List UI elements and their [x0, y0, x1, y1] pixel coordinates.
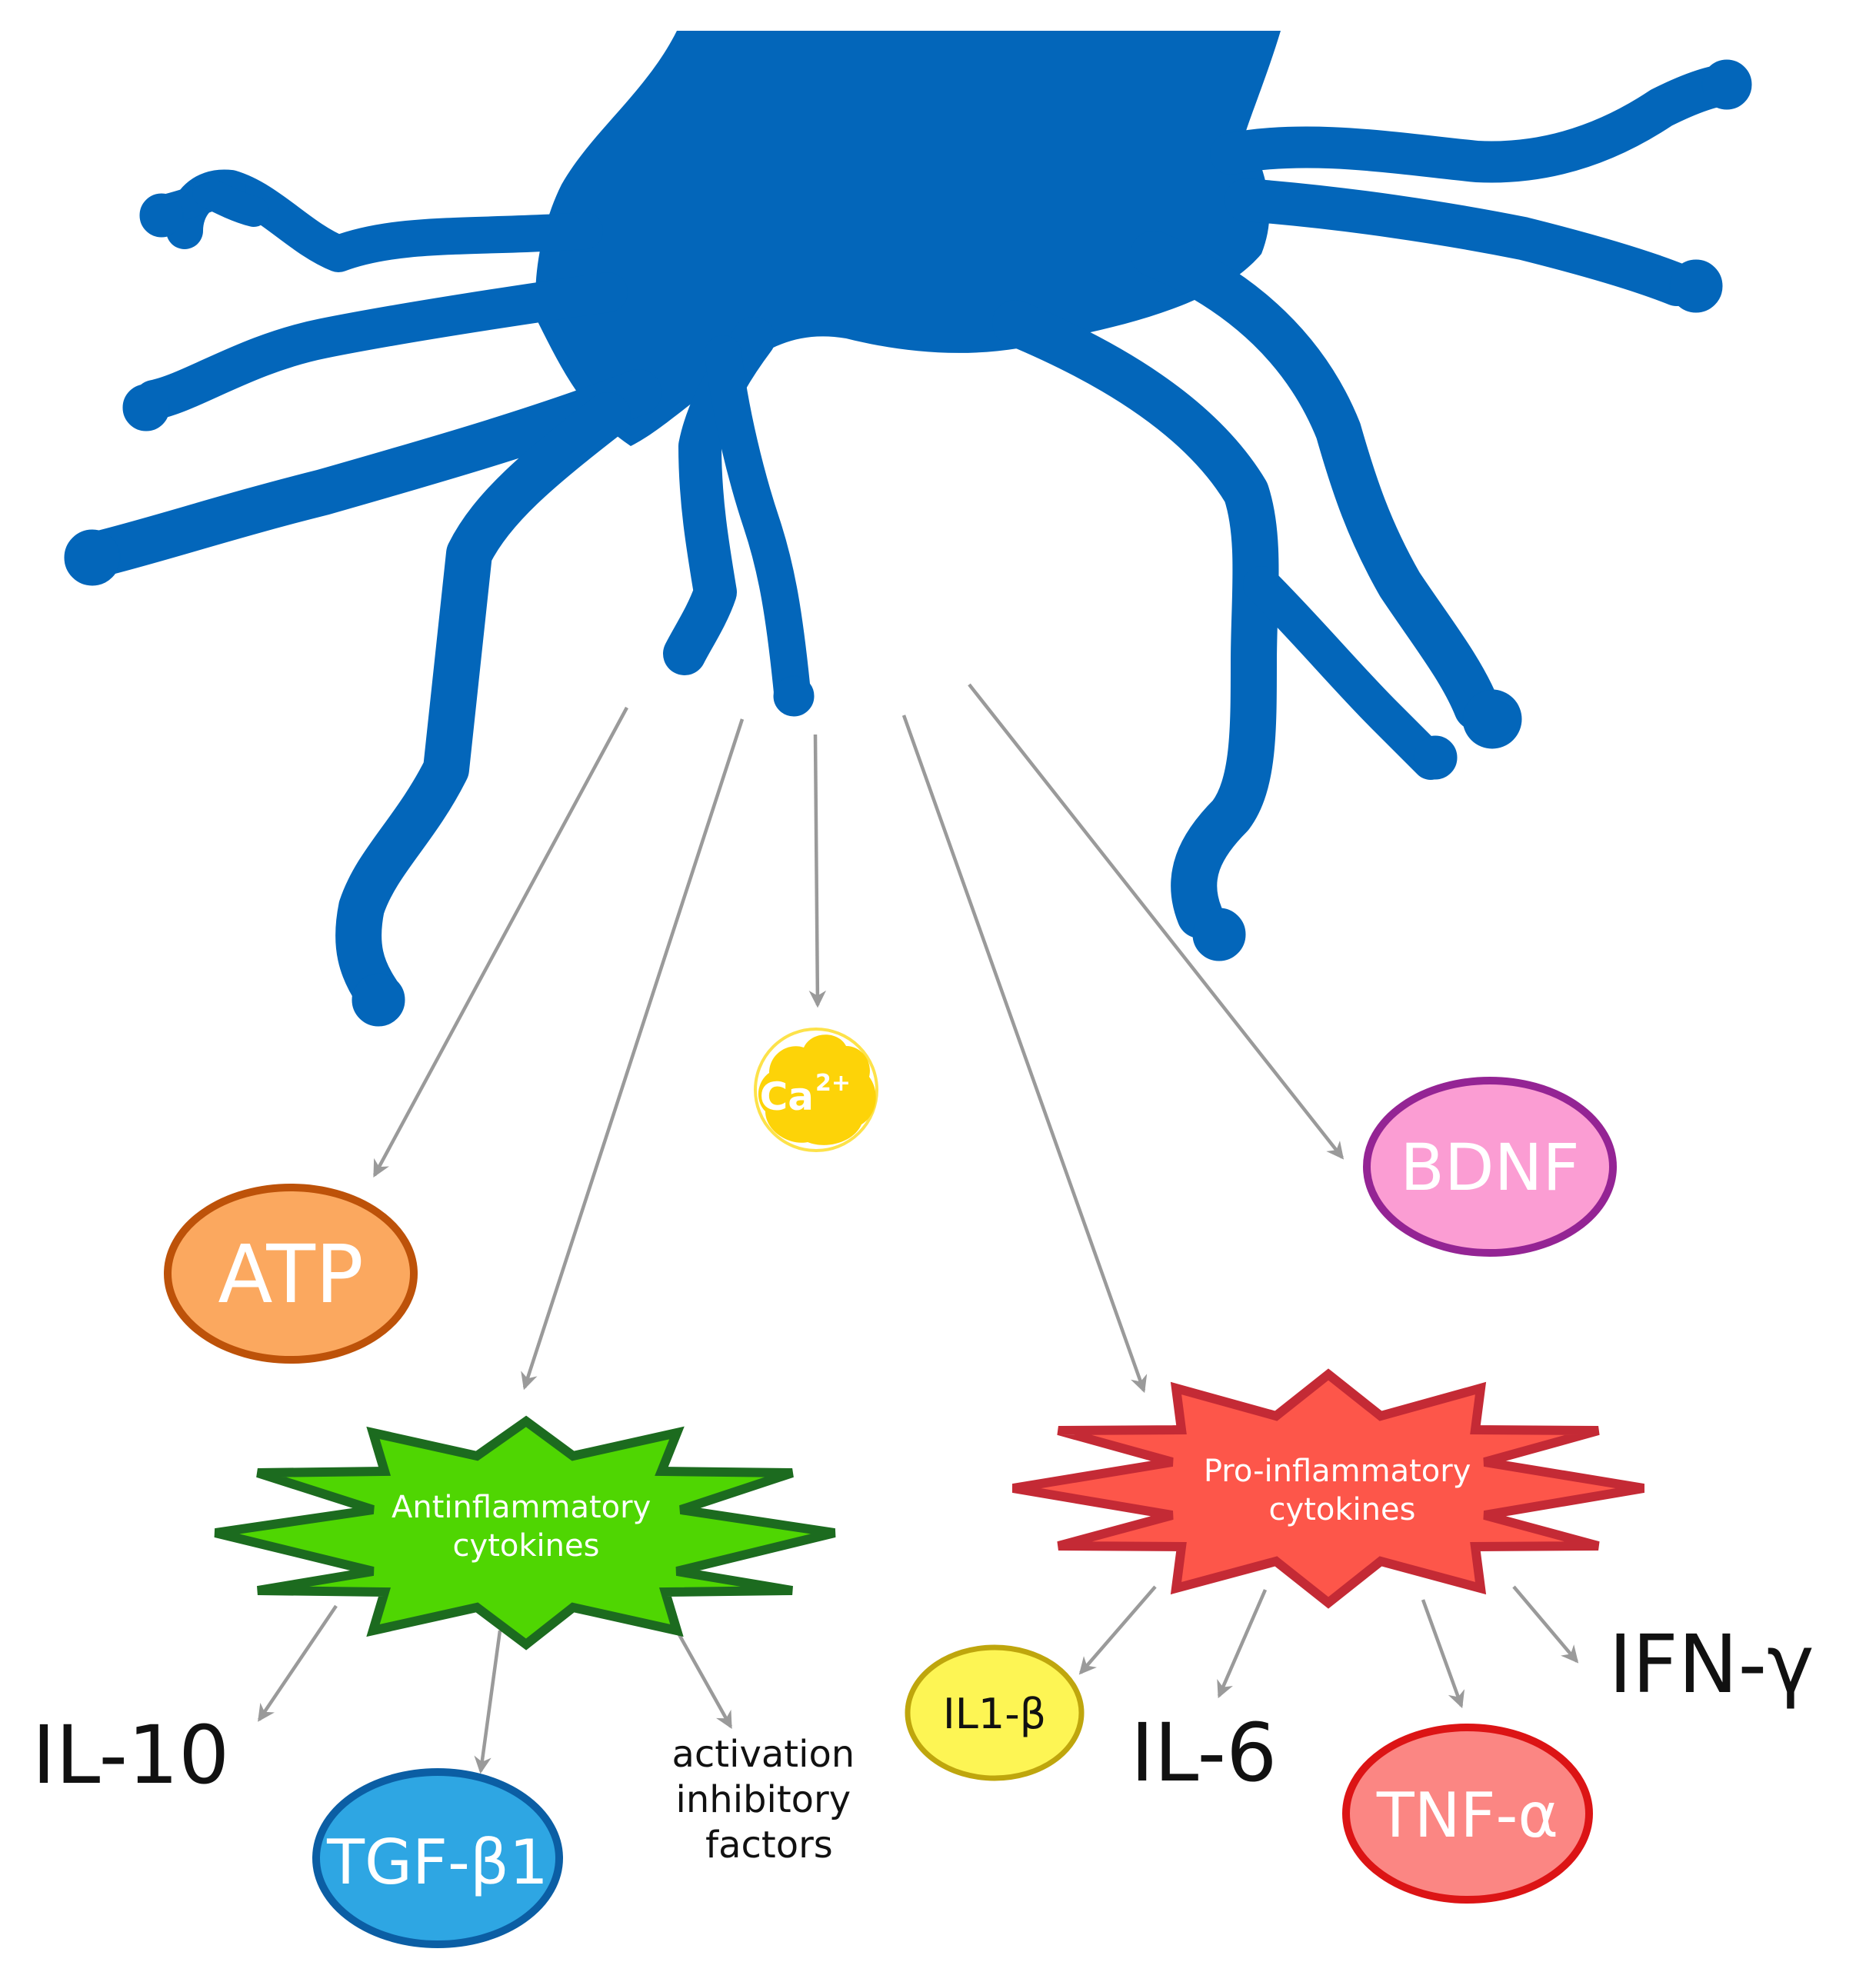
tgf-label: TGF-β1 [326, 1827, 548, 1898]
arrow-to-atp [373, 706, 628, 1178]
antinflammatory-cytokines-node: Antinflammatory cytokines [214, 1415, 836, 1651]
il6-label: IL-6 [1131, 1706, 1277, 1800]
calcium-blob-icon [758, 1034, 876, 1145]
tgf-b1-node: TGF-β1 [312, 1768, 563, 1948]
arrow-to-ca [808, 734, 827, 1008]
bdnf-ellipse [1363, 1077, 1617, 1257]
calcium-superscript: 2+ [815, 1070, 851, 1097]
arrow-to-tgf [474, 1630, 502, 1774]
microglia-cell-icon [64, 31, 1752, 1027]
svg-text:activation inhibitory: activation inhibitory factors [672, 1733, 867, 1867]
il1b-label: IL1-β [943, 1690, 1046, 1738]
tnf-a-node: TNF-α [1342, 1724, 1593, 1904]
arrows [258, 683, 1579, 1774]
antinflammatory-star [214, 1415, 836, 1651]
atp-node: ATP [164, 1184, 418, 1364]
activation-factors-line3: factors [705, 1824, 833, 1867]
arrow-to-ifn [1512, 1585, 1579, 1664]
svg-text:Pro-inflammatory cytokin: Pro-inflammatory cytokines [1204, 1454, 1481, 1527]
proinflammatory-label-line2: cytokines [1269, 1492, 1416, 1527]
activation-factors-line2: inhibitory [676, 1778, 851, 1821]
proinflammatory-cytokines-node: Pro-inflammatory cytokines [1011, 1368, 1645, 1609]
activation-factors-line1: activation [672, 1733, 855, 1776]
arrow-to-il1b [1078, 1585, 1157, 1675]
arrow-to-activation-factors [675, 1629, 732, 1729]
il10-label: IL-10 [32, 1708, 230, 1802]
calcium-outline-circle [754, 1028, 878, 1152]
arrow-to-proinflammatory [901, 715, 1148, 1394]
bdnf-label: BDNF [1400, 1130, 1579, 1205]
arrow-to-tnf [1421, 1599, 1465, 1709]
antinflammatory-label-line2: cytokines [453, 1528, 600, 1564]
il1b-ellipse [905, 1644, 1085, 1781]
bdnf-node: BDNF [1363, 1077, 1617, 1257]
svg-text:Antinflammatory cytokine: Antinflammatory cytokines [392, 1490, 661, 1564]
arrow-to-antinflammatory [521, 718, 745, 1391]
calcium-label: Ca [760, 1074, 814, 1119]
atp-label: ATP [218, 1228, 363, 1321]
proinflammatory-label-line1: Pro-inflammatory [1204, 1454, 1471, 1489]
svg-text:Ca: Ca [760, 1074, 814, 1119]
il1b-node: IL1-β [905, 1644, 1085, 1781]
arrow-to-il10 [258, 1604, 338, 1722]
ifn-label: IFN-γ [1608, 1617, 1814, 1711]
arrow-to-il6 [1217, 1589, 1268, 1699]
svg-text:2+: 2+ [815, 1070, 851, 1097]
proinflammatory-star [1011, 1368, 1645, 1609]
atp-ellipse [164, 1184, 418, 1364]
tnf-label: TNF-α [1376, 1780, 1558, 1851]
arrow-to-bdnf [968, 683, 1345, 1160]
antinflammatory-label-line1: Antinflammatory [392, 1490, 651, 1525]
tgf-ellipse [312, 1768, 563, 1948]
calcium-node: Ca 2+ [754, 1028, 878, 1152]
tnf-ellipse [1342, 1724, 1593, 1904]
